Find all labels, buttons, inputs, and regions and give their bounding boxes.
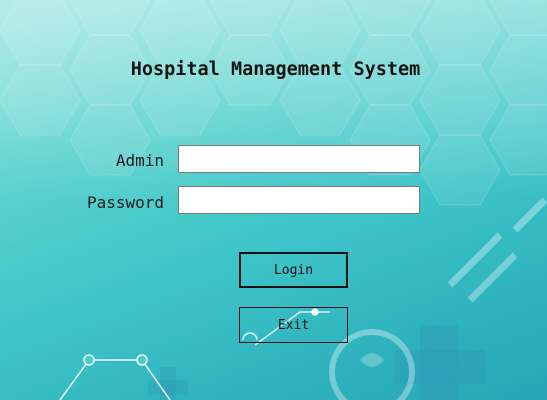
exit-button-label: Exit <box>277 317 310 333</box>
network-nodes-icon <box>59 308 330 400</box>
password-field[interactable] <box>178 186 420 214</box>
login-button-label: Login <box>273 262 314 278</box>
admin-label: Admin <box>115 151 164 170</box>
page-title: Hospital Management System <box>130 59 421 80</box>
medical-cross-icon <box>395 325 485 400</box>
password-label: Password <box>86 193 164 212</box>
small-cross-icon <box>148 367 188 400</box>
exit-button[interactable]: Exit <box>239 307 348 343</box>
login-button[interactable]: Login <box>239 252 348 288</box>
png-watermark-icon <box>329 197 547 400</box>
admin-field[interactable] <box>178 145 420 173</box>
